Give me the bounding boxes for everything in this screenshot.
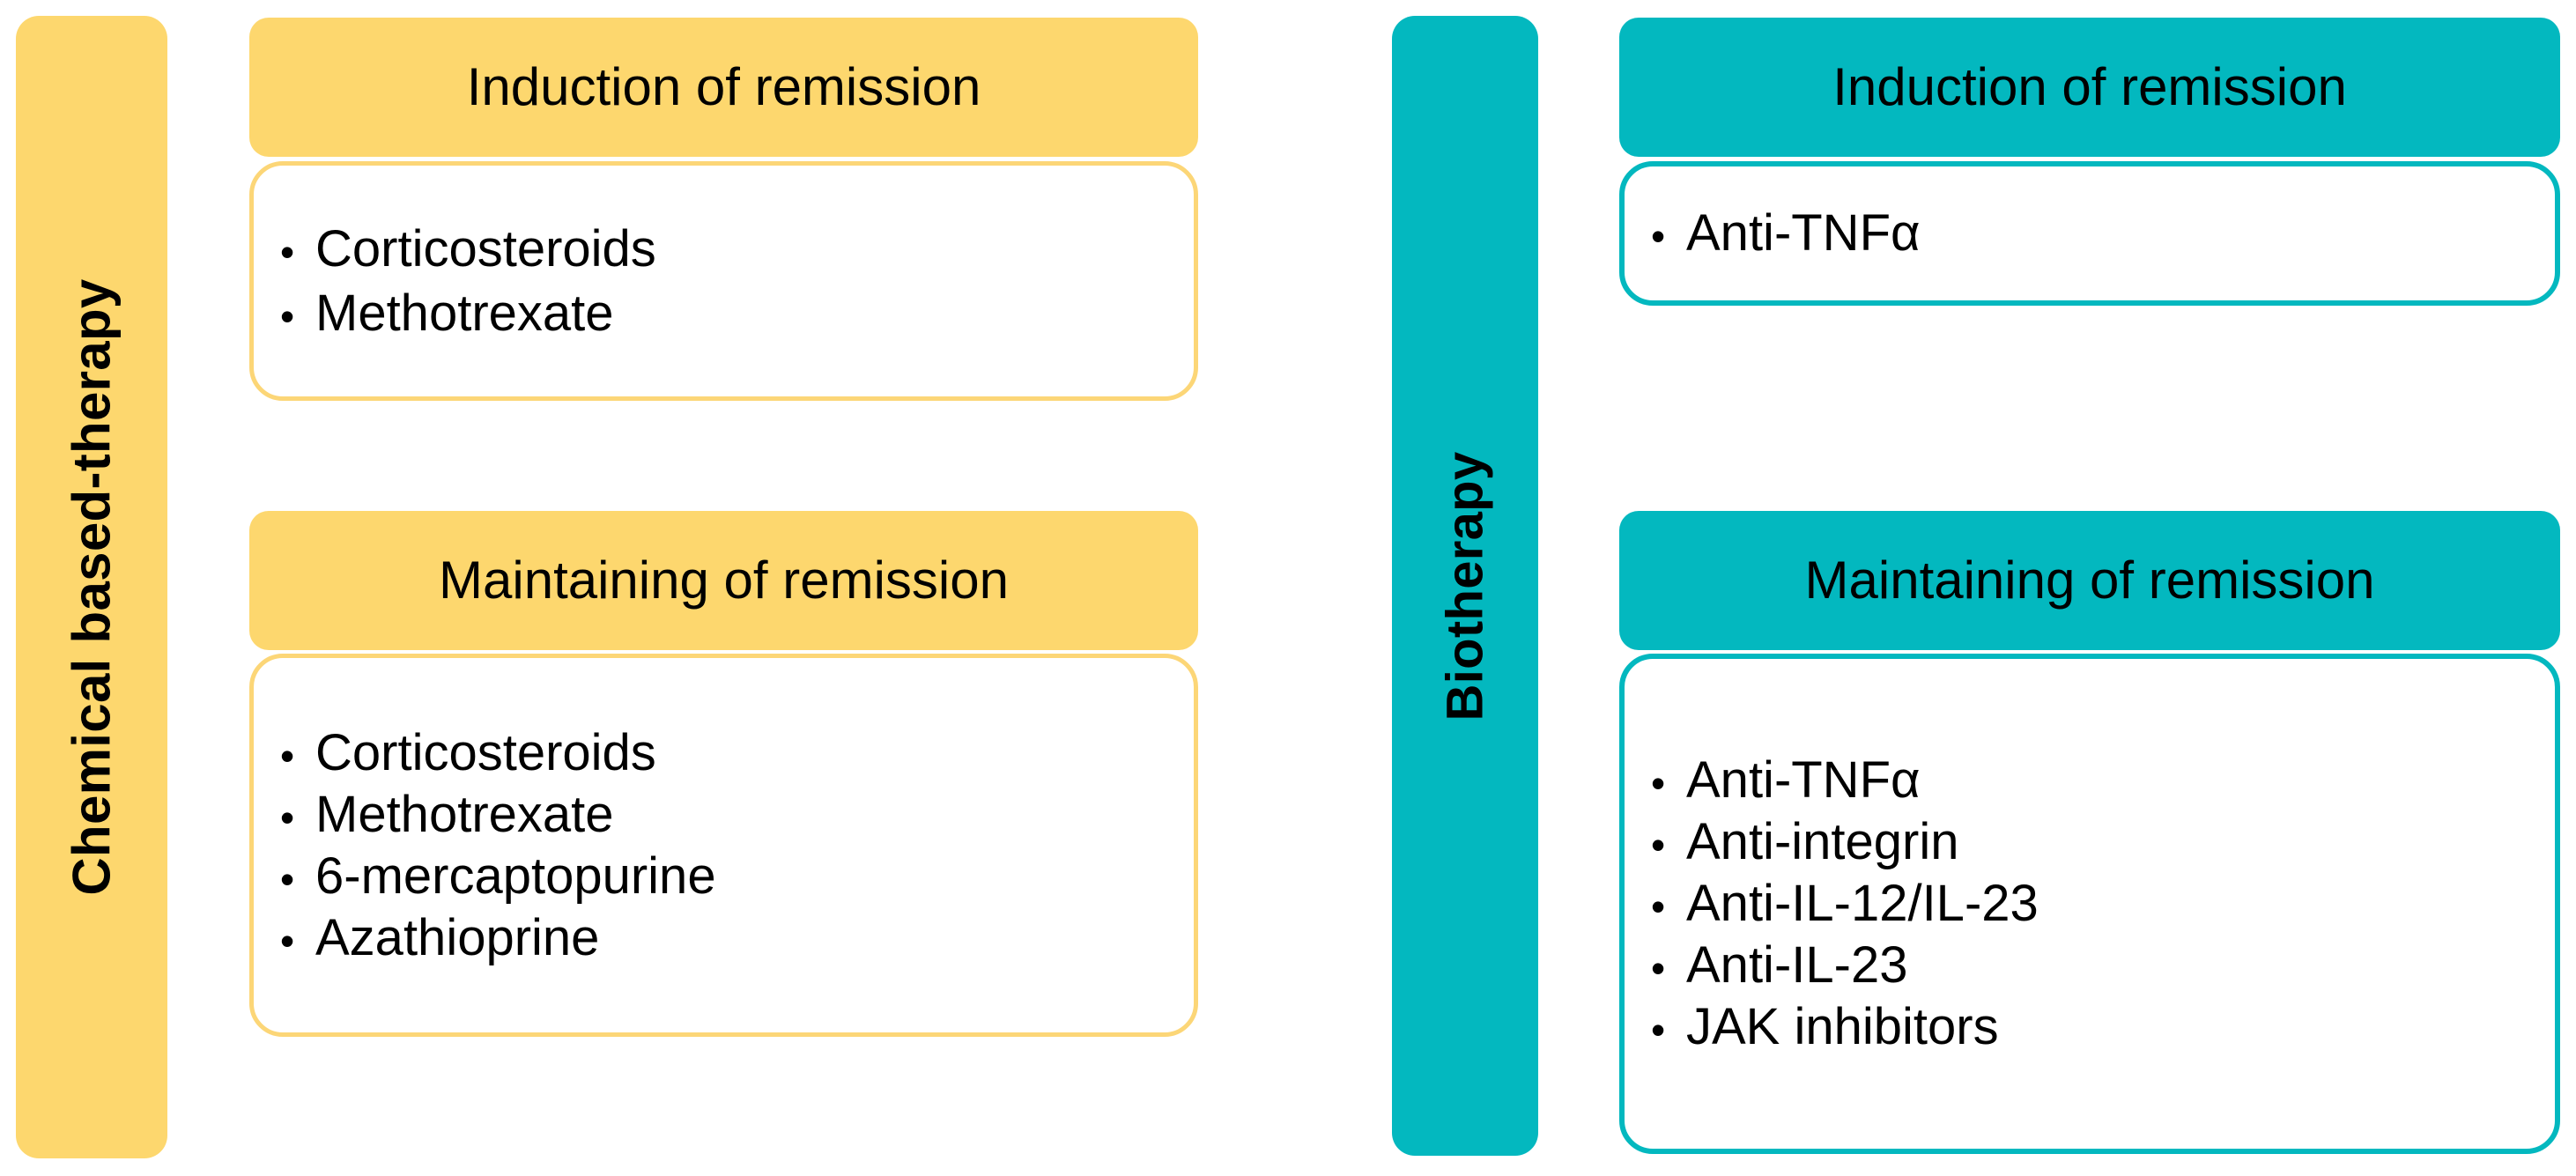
list-box-biotherapy-maintaining: • Anti-TNFα • Anti-integrin • Anti-IL-12… — [1619, 654, 2560, 1154]
list-box-chemical-induction: • Corticosteroids • Methotrexate — [249, 161, 1198, 401]
header-biotherapy-maintaining-of-remission: Maintaining of remission — [1619, 511, 2560, 650]
header-chemical-induction-of-remission: Induction of remission — [249, 18, 1198, 157]
list-item: • Anti-integrin — [1625, 817, 2555, 868]
bullet-icon: • — [1651, 884, 1666, 929]
header-biotherapy-maintaining-label: Maintaining of remission — [1804, 551, 2375, 610]
bullet-icon: • — [1651, 945, 1666, 991]
list-item: • Anti-IL-12/IL-23 — [1625, 878, 2555, 929]
list-item-label: JAK inhibitors — [1686, 998, 1999, 1055]
header-biotherapy-induction-label: Induction of remission — [1832, 57, 2347, 116]
header-chemical-induction-label: Induction of remission — [466, 57, 981, 116]
list-item: • Azathioprine — [254, 908, 1194, 966]
list-item: • Anti-TNFα — [1625, 755, 2555, 806]
list-item: • 6-mercaptopurine — [254, 847, 1194, 905]
bullet-icon: • — [1651, 213, 1666, 259]
list-item-label: Anti-TNFα — [1686, 204, 1921, 262]
list-item-label: Anti-IL-12/IL-23 — [1686, 875, 2039, 932]
list-item: • Corticosteroids — [254, 723, 1194, 781]
header-chemical-maintaining-label: Maintaining of remission — [439, 551, 1009, 610]
list-chemical-maintaining: • Corticosteroids • Methotrexate • 6-mer… — [254, 717, 1194, 974]
list-box-biotherapy-induction: • Anti-TNFα — [1619, 161, 2560, 306]
list-box-chemical-maintaining: • Corticosteroids • Methotrexate • 6-mer… — [249, 654, 1198, 1037]
list-item-label: Anti-integrin — [1686, 813, 1959, 870]
category-bar-chemical-label: Chemical based-therapy — [62, 278, 122, 896]
category-bar-biotherapy: Biotherapy — [1392, 16, 1538, 1156]
list-item-label: 6-mercaptopurine — [315, 847, 716, 905]
header-biotherapy-induction-of-remission: Induction of remission — [1619, 18, 2560, 157]
list-item-label: Corticosteroids — [315, 219, 656, 277]
bullet-icon: • — [280, 732, 295, 779]
header-chemical-maintaining-of-remission: Maintaining of remission — [249, 511, 1198, 650]
bullet-icon: • — [280, 292, 295, 339]
list-item-label: Methotrexate — [315, 284, 614, 342]
list-item: • Corticosteroids — [254, 219, 1194, 277]
list-item-label: Methotrexate — [315, 785, 614, 843]
bullet-icon: • — [280, 855, 295, 902]
list-item-label: Anti-IL-23 — [1686, 936, 1908, 994]
list-item: • JAK inhibitors — [1625, 1002, 2555, 1053]
list-chemical-induction: • Corticosteroids • Methotrexate — [254, 211, 1194, 352]
list-item-label: Corticosteroids — [315, 723, 656, 781]
list-item-label: Anti-TNFα — [1686, 751, 1921, 809]
bullet-icon: • — [1651, 760, 1666, 806]
category-bar-biotherapy-label: Biotherapy — [1436, 451, 1494, 721]
category-bar-chemical-based-therapy: Chemical based-therapy — [16, 16, 167, 1158]
list-item: • Anti-IL-23 — [1625, 940, 2555, 991]
bullet-icon: • — [280, 917, 295, 964]
list-item: • Anti-TNFα — [1625, 208, 2555, 259]
bullet-icon: • — [280, 228, 295, 275]
list-item: • Methotrexate — [254, 785, 1194, 843]
bullet-icon: • — [1651, 1007, 1666, 1053]
bullet-icon: • — [280, 794, 295, 840]
list-biotherapy-maintaining: • Anti-TNFα • Anti-integrin • Anti-IL-12… — [1625, 744, 2555, 1063]
list-biotherapy-induction: • Anti-TNFα — [1625, 208, 2555, 259]
bullet-icon: • — [1651, 822, 1666, 868]
list-item-label: Azathioprine — [315, 908, 600, 966]
list-item: • Methotrexate — [254, 284, 1194, 342]
